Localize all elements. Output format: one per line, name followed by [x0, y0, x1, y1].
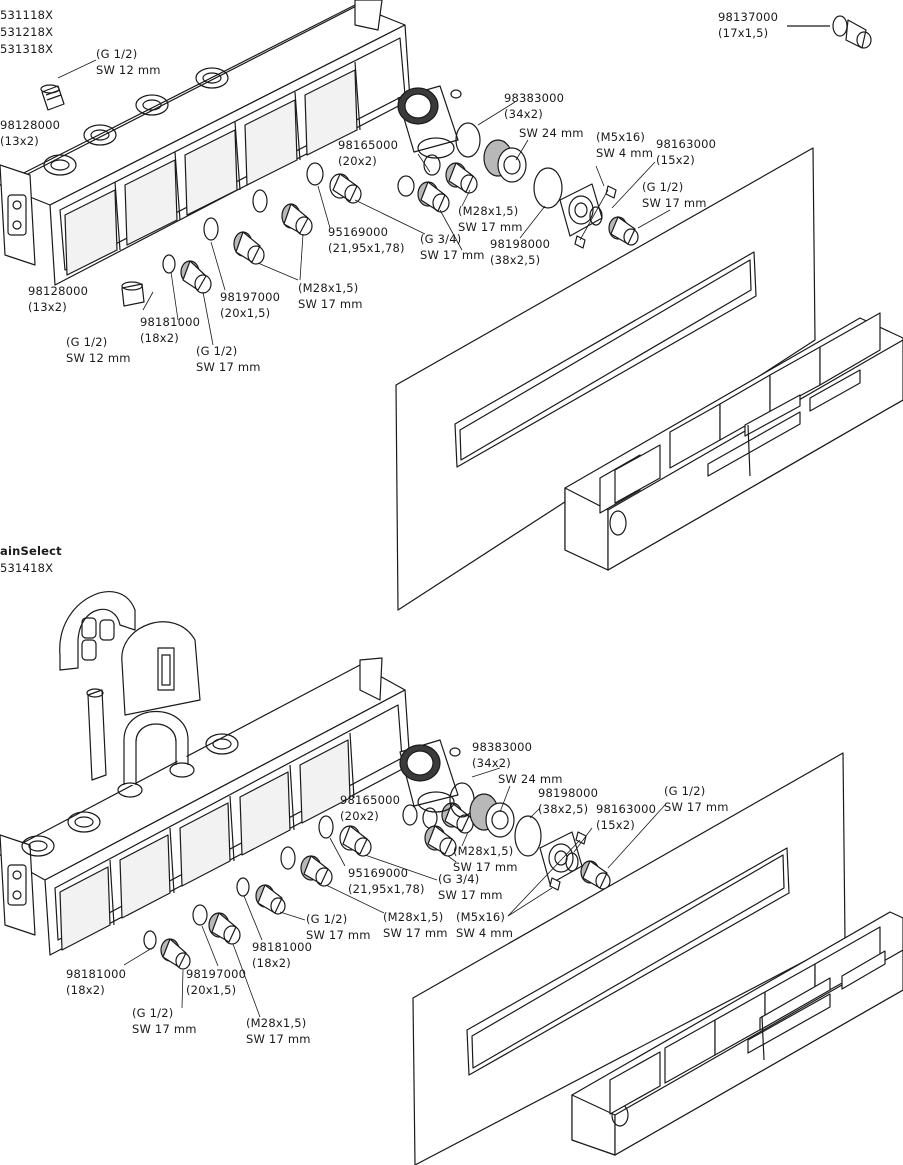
label-b-sw17-mid: SW 17 mm — [306, 928, 371, 942]
label-b-98163000: 98163000 — [596, 802, 657, 816]
label-thread-g12-lower-left: (G 1/2) — [66, 335, 108, 349]
label-b-95169000: 95169000 — [348, 866, 409, 880]
section-title: ainSelect — [0, 544, 62, 558]
label-98383000: 98383000 — [504, 91, 565, 105]
label-m28: (M28x1,5) — [458, 204, 519, 218]
label-b-sw17-m28-mid: SW 17 mm — [383, 926, 448, 940]
label-b-sw4: SW 4 mm — [456, 926, 514, 940]
label-b-sw17: SW 17 mm — [664, 800, 729, 814]
top-valve-parts — [162, 85, 639, 294]
label-98165000: 98165000 — [338, 138, 399, 152]
label-b-sw17-m28: SW 17 mm — [453, 860, 518, 874]
label-b-98198000-size: (38x2,5) — [538, 802, 589, 816]
top-module-body — [0, 0, 411, 286]
label-98197000-size: (20x1,5) — [220, 306, 271, 320]
label-98137000: 98137000 — [718, 10, 779, 24]
label-95169000: 95169000 — [328, 225, 389, 239]
label-b-98181000-mid: 98181000 — [252, 940, 313, 954]
plug-98128000-top — [40, 84, 65, 111]
label-sw17-g34: SW 17 mm — [420, 248, 485, 262]
coupling-98383000-top — [397, 85, 462, 159]
label-98181000-size: (18x2) — [140, 331, 179, 345]
label-b-m28: (M28x1,5) — [453, 844, 514, 858]
label-b-98181000-mid-size: (18x2) — [252, 956, 291, 970]
label-95169000-size: (21,95x1,78) — [328, 241, 405, 255]
label-m5x16: (M5x16) — [596, 130, 646, 144]
label-sw12: SW 12 mm — [96, 63, 161, 77]
label-sw17-right: SW 17 mm — [642, 196, 707, 210]
label-m28-lower: (M28x1,5) — [298, 281, 359, 295]
label-thread-g12-right: (G 1/2) — [642, 180, 684, 194]
label-98128000-size: (13x2) — [0, 134, 39, 148]
label-b-98198000: 98198000 — [538, 786, 599, 800]
label-98198000: 98198000 — [490, 237, 551, 251]
label-b-thread-g12-mid: (G 1/2) — [306, 912, 348, 926]
bottom-module-body — [0, 657, 411, 956]
bottom-valve-parts — [143, 739, 611, 970]
label-b-98181000-left: 98181000 — [66, 967, 127, 981]
label-b-m28-mid: (M28x1,5) — [383, 910, 444, 924]
label-98163000-size: (15x2) — [656, 153, 695, 167]
label-b-thread-g12-lower: (G 1/2) — [132, 1006, 174, 1020]
plug-98128000-bottom — [121, 281, 145, 307]
label-b-98181000-left-size: (18x2) — [66, 983, 105, 997]
flange-98198000-top — [559, 183, 603, 237]
top-trim-frame — [564, 312, 903, 571]
label-b-sw17-g34: SW 17 mm — [438, 888, 503, 902]
label-sw17: SW 17 mm — [458, 220, 523, 234]
nut-sw24-bottom — [469, 793, 515, 838]
plug-98137000 — [787, 15, 872, 49]
label-98181000: 98181000 — [140, 315, 201, 329]
label-98128000: 98128000 — [0, 118, 61, 132]
top-wall-plate — [395, 147, 816, 611]
label-98128000-lower: 98128000 — [28, 284, 89, 298]
label-b-sw17-m28-lower: SW 17 mm — [246, 1032, 311, 1046]
label-b-m28-lower: (M28x1,5) — [246, 1016, 307, 1030]
label-98163000: 98163000 — [656, 137, 717, 151]
label-98128000-lower-size: (13x2) — [28, 300, 67, 314]
label-b-sw24: SW 24 mm — [498, 772, 563, 786]
label-sw12-lower-left: SW 12 mm — [66, 351, 131, 365]
label-b-sw17-lower: SW 17 mm — [132, 1022, 197, 1036]
label-thread-g12-lower: (G 1/2) — [196, 344, 238, 358]
bottom-trim-frame — [571, 911, 903, 1156]
label-b-g34: (G 3/4) — [438, 872, 480, 886]
label-b-98197000-size: (20x1,5) — [186, 983, 237, 997]
label-b-m5x16: (M5x16) — [456, 910, 506, 924]
label-b-98163000-size: (15x2) — [596, 818, 635, 832]
label-b-98165000: 98165000 — [340, 793, 401, 807]
label-b-98165000-size: (20x2) — [340, 809, 379, 823]
coupling-98383000-bottom — [399, 739, 461, 813]
label-sw17-lower: SW 17 mm — [196, 360, 261, 374]
model-number-531218x: 531218X — [0, 25, 54, 39]
bottom-leader-lines — [123, 767, 666, 1018]
bottom-accessories — [59, 591, 201, 798]
nut-sw24-top — [483, 139, 527, 183]
label-b-95169000-size: (21,95x1,78) — [348, 882, 425, 896]
label-b-98383000-size: (34x2) — [472, 756, 511, 770]
model-number-531418x: 531418X — [0, 561, 54, 575]
label-sw24: SW 24 mm — [519, 126, 584, 140]
label-98198000-size: (38x2,5) — [490, 253, 541, 267]
label-98197000: 98197000 — [220, 290, 281, 304]
model-number-531118x: 531118X — [0, 8, 54, 22]
label-b-thread-g12: (G 1/2) — [664, 784, 706, 798]
label-b-98197000: 98197000 — [186, 967, 247, 981]
label-98383000-size: (34x2) — [504, 107, 543, 121]
label-g34: (G 3/4) — [420, 232, 462, 246]
top-ports — [43, 67, 229, 176]
label-98165000-size: (20x2) — [338, 154, 377, 168]
label-98137000-size: (17x1,5) — [718, 26, 769, 40]
label-b-98383000: 98383000 — [472, 740, 533, 754]
top-leader-lines — [57, 59, 671, 346]
label-thread-g12: (G 1/2) — [96, 47, 138, 61]
model-number-531318x: 531318X — [0, 42, 54, 56]
label-sw17-m28-lower: SW 17 mm — [298, 297, 363, 311]
label-sw4: SW 4 mm — [596, 146, 654, 160]
